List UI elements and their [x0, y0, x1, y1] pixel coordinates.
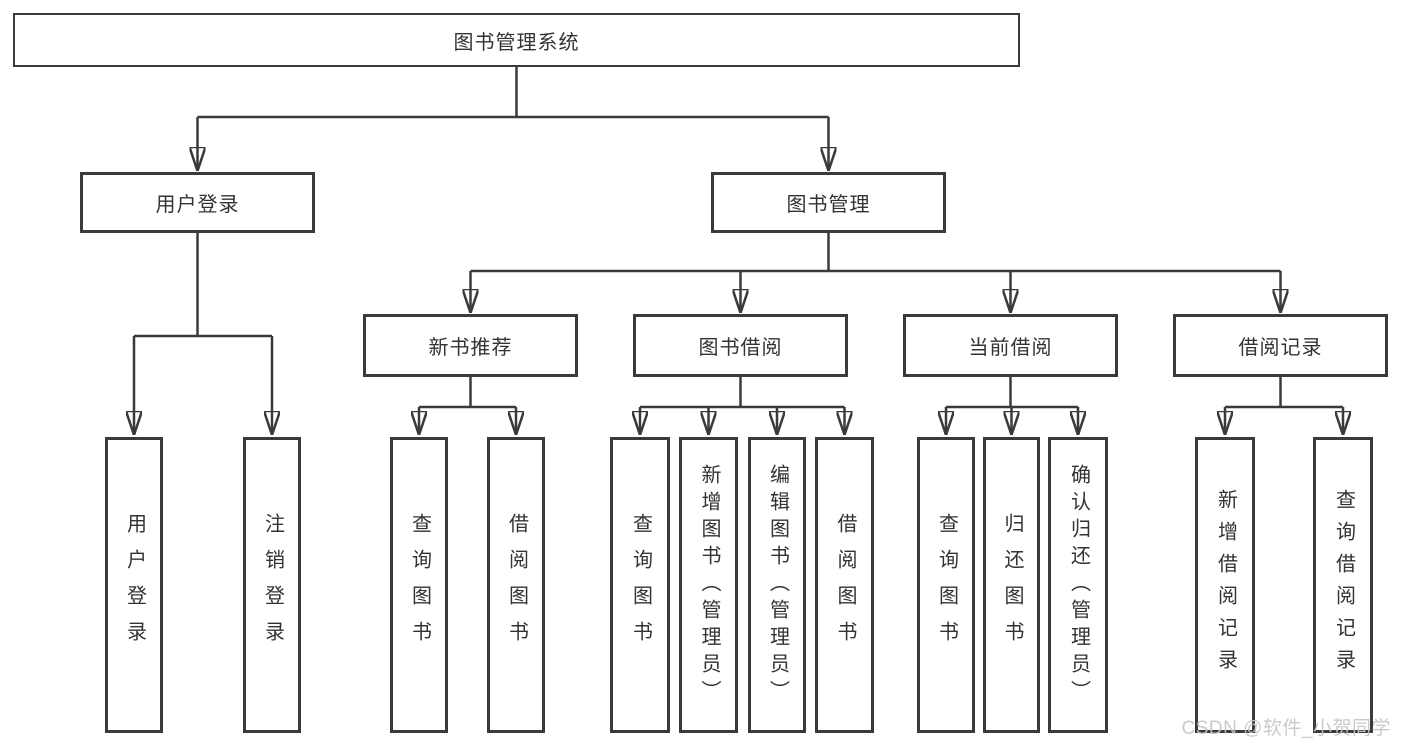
connector-root — [198, 67, 829, 171]
node-label: 归还图书 — [1001, 513, 1023, 657]
node-label: 新增借阅记录 — [1214, 489, 1237, 681]
connector-book-management — [471, 233, 1281, 313]
leaf-user-login: 用户登录 — [105, 437, 163, 733]
node-root-library-system: 图书管理系统 — [13, 13, 1020, 67]
node-new-book-recommend: 新书推荐 — [363, 314, 578, 377]
leaf-records-add-borrow-record: 新增借阅记录 — [1195, 437, 1255, 733]
node-label: 图书借阅 — [698, 337, 783, 359]
node-label: 图书管理 — [786, 194, 871, 216]
connector-book-borrowing — [640, 377, 845, 435]
node-label: 查询图书 — [935, 513, 958, 657]
leaf-borrowing-borrow-books: 借阅图书 — [815, 437, 874, 733]
leaf-logout-login: 注销登录 — [243, 437, 301, 733]
connector-borrow-records — [1225, 377, 1343, 435]
connector-current-borrowing — [946, 377, 1078, 435]
leaf-borrowing-add-books-admin: 新增图书（管理员） — [679, 437, 738, 733]
leaf-records-query-borrow-record: 查询借阅记录 — [1313, 437, 1373, 733]
csdn-watermark: CSDN @软件_小贺同学 — [1181, 718, 1391, 739]
node-label: 编辑图书（管理员） — [766, 463, 789, 707]
node-label: 新增图书（管理员） — [698, 463, 720, 707]
node-user-login-branch: 用户登录 — [80, 172, 315, 233]
node-label: 用户登录 — [155, 194, 240, 216]
node-label: 借阅图书 — [834, 513, 856, 657]
node-label: 查询图书 — [408, 513, 431, 657]
node-borrow-records: 借阅记录 — [1173, 314, 1388, 377]
leaf-current-return-books: 归还图书 — [983, 437, 1040, 733]
node-label: 当前借阅 — [968, 337, 1053, 359]
node-book-management: 图书管理 — [711, 172, 946, 233]
leaf-borrowing-query-books: 查询图书 — [610, 437, 670, 733]
connector-user-login-branch — [134, 233, 272, 435]
node-label: 借阅记录 — [1238, 337, 1323, 359]
node-label: 查询图书 — [629, 513, 652, 657]
node-label: 借阅图书 — [505, 513, 528, 657]
leaf-borrowing-edit-books-admin: 编辑图书（管理员） — [748, 437, 806, 733]
node-label: 注销登录 — [261, 513, 284, 657]
node-label: 确认归还（管理员） — [1067, 463, 1090, 707]
connector-new-book-recommend — [419, 377, 516, 435]
leaf-newbook-borrow-books: 借阅图书 — [487, 437, 545, 733]
node-label: 图书管理系统 — [453, 31, 580, 54]
node-label: 用户登录 — [123, 513, 146, 657]
node-label: 查询借阅记录 — [1332, 489, 1355, 681]
node-book-borrowing: 图书借阅 — [633, 314, 848, 377]
node-current-borrowing: 当前借阅 — [903, 314, 1118, 377]
node-label: 新书推荐 — [428, 337, 513, 359]
leaf-current-confirm-return-admin: 确认归还（管理员） — [1048, 437, 1108, 733]
leaf-newbook-query-books: 查询图书 — [390, 437, 448, 733]
leaf-current-query-books: 查询图书 — [917, 437, 975, 733]
